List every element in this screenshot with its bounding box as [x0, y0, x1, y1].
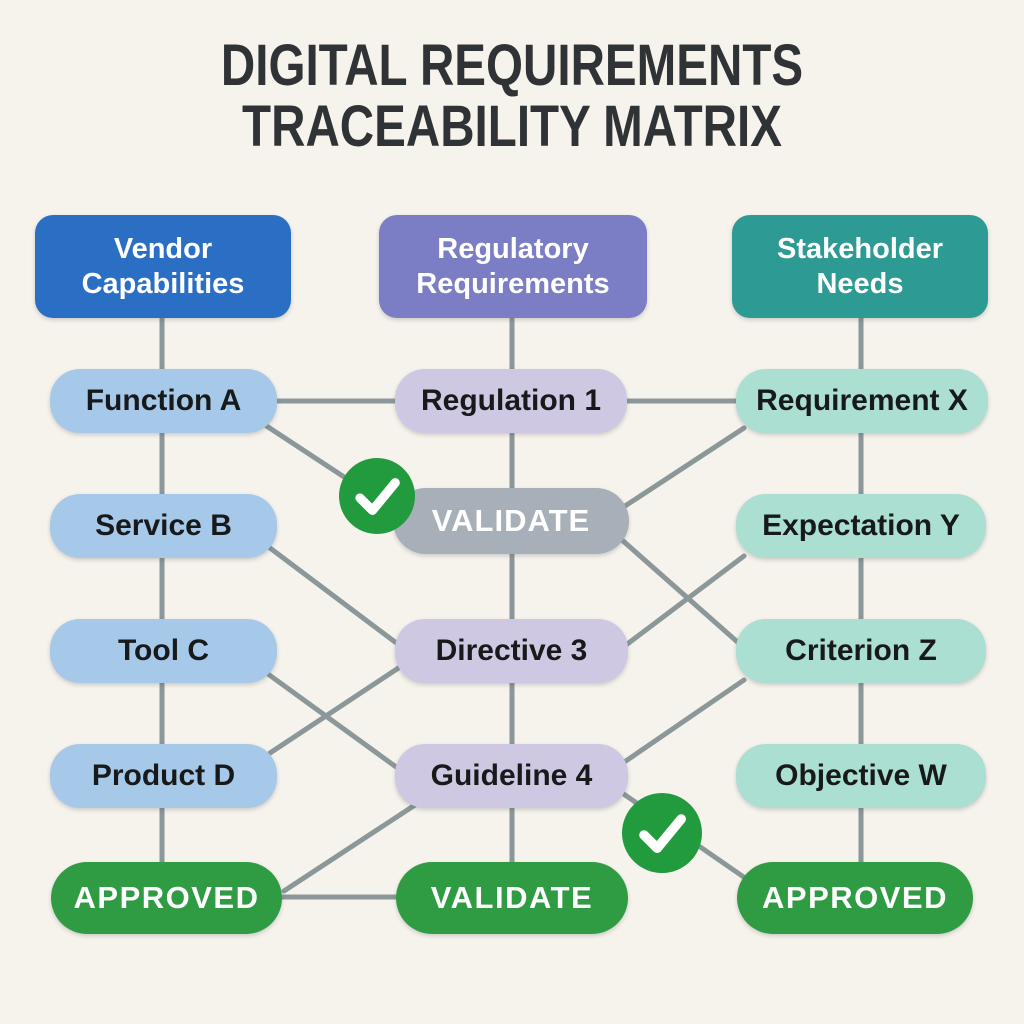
objective-w-label: Objective W: [775, 759, 947, 793]
connector-validate-mid--criterion-z: [619, 537, 745, 649]
function-a-label: Function A: [85, 384, 242, 418]
directive-3-label: Directive 3: [435, 634, 588, 668]
objective-w: Objective W: [736, 744, 986, 808]
stakeholder-header-label: Needs: [816, 267, 904, 300]
function-a: Function A: [50, 369, 277, 433]
tool-c-label: Tool C: [117, 634, 210, 668]
criterion-z: Criterion Z: [736, 619, 986, 683]
connector-requirement-x--validate-mid: [619, 425, 747, 511]
criterion-z-label: Criterion Z: [785, 634, 937, 668]
connector-tool-c--guideline-4: [265, 671, 406, 775]
approved-right-label: APPROVED: [762, 879, 948, 915]
connector-service-b--directive-3: [267, 545, 406, 651]
vendor-header-label: Capabilities: [81, 267, 245, 300]
regulation-1: Regulation 1: [395, 369, 627, 433]
validate-mid: VALIDATE: [393, 488, 629, 554]
approved-right: APPROVED: [737, 862, 973, 934]
requirement-x-label: Requirement X: [756, 384, 968, 418]
approved-left: APPROVED: [51, 862, 282, 934]
service-b-label: Service B: [95, 509, 232, 543]
product-d: Product D: [50, 744, 277, 808]
expectation-y-label: Expectation Y: [762, 509, 960, 543]
product-d-label: Product D: [91, 759, 236, 793]
tool-c: Tool C: [50, 619, 277, 683]
page-title-line-1: DIGITAL REQUIREMENTS: [220, 33, 804, 98]
directive-3: Directive 3: [395, 619, 628, 683]
connector-product-d--directive-3: [267, 662, 406, 756]
page-title: DIGITAL REQUIREMENTS TRACEABILITY MATRIX: [92, 33, 932, 159]
connector-expectation-y--directive-3: [619, 553, 747, 651]
validate-mid-label: VALIDATE: [431, 502, 591, 538]
regulation-1-label: Regulation 1: [420, 384, 601, 418]
expectation-y: Expectation Y: [736, 494, 986, 558]
guideline-4-label: Guideline 4: [430, 759, 593, 793]
regulatory-header-label: Regulatory: [437, 233, 589, 266]
stakeholder-header-label: Stakeholder: [777, 233, 943, 266]
service-b: Service B: [50, 494, 277, 558]
validate-bottom: VALIDATE: [396, 862, 628, 934]
vendor-header-label: Vendor: [113, 233, 213, 266]
connector-criterion-z--guideline-4: [617, 677, 747, 768]
approved-left-label: APPROVED: [73, 879, 260, 915]
guideline-4: Guideline 4: [395, 744, 628, 808]
requirement-x: Requirement X: [736, 369, 988, 433]
page-title-line-2: TRACEABILITY MATRIX: [242, 93, 782, 159]
validate-bottom-label: VALIDATE: [430, 879, 594, 915]
connector-guideline-4--approved-left: [281, 802, 418, 894]
regulatory-header-label: Requirements: [416, 267, 610, 300]
